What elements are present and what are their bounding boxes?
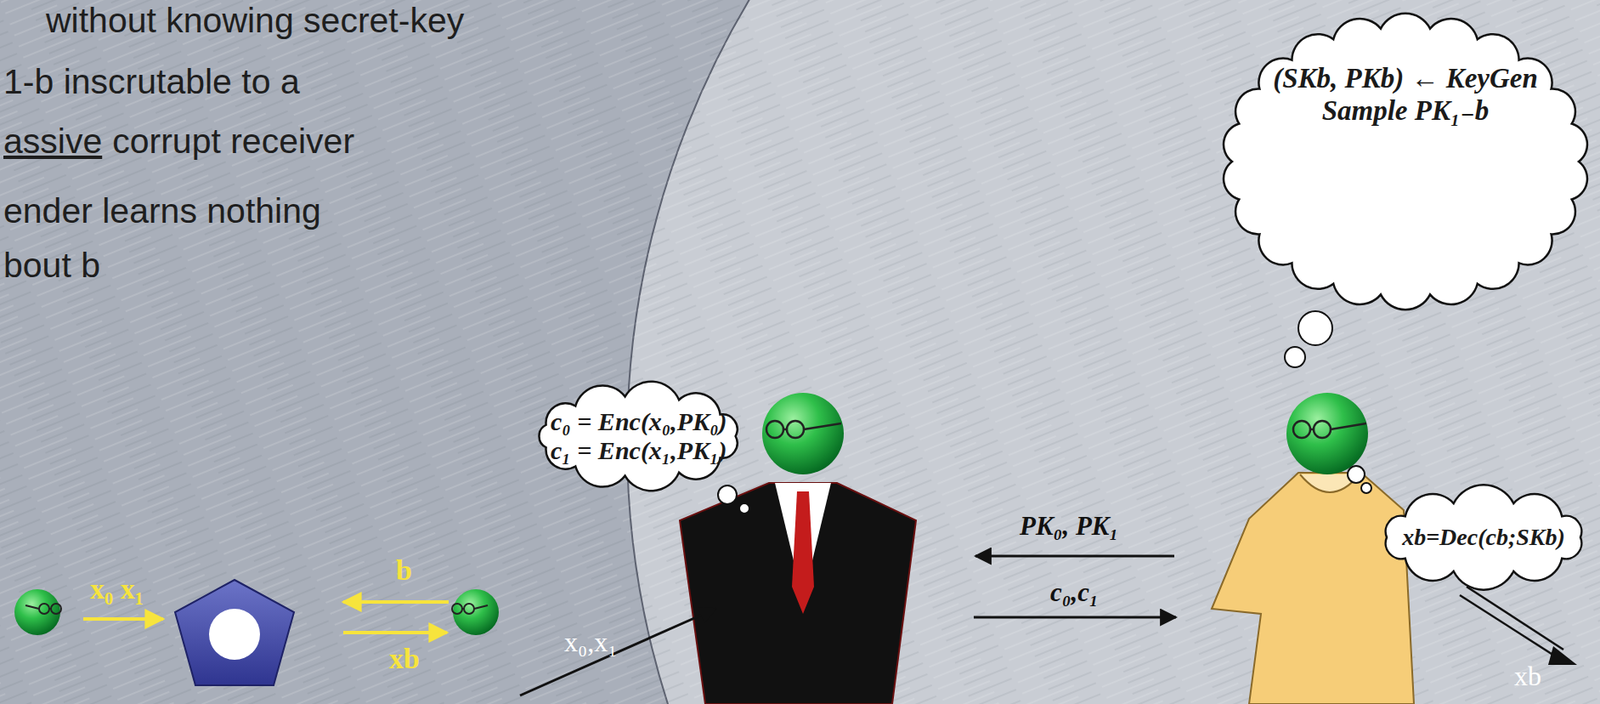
output-label: xb [1514,661,1542,691]
message-label: c₀,c₁ [1050,577,1099,607]
party-head [1286,392,1369,475]
input-arrow [83,616,164,621]
output-label: xb [389,642,420,674]
cloud-shape [1223,13,1588,311]
cloud-shape [538,381,737,491]
thought-bubble [718,485,737,504]
right-panel [627,0,1600,704]
thought-bubble [1347,465,1365,483]
message-label: PK₀, PK₁ [1019,511,1119,541]
sender-figure [520,392,916,704]
choice-label: b [395,554,413,586]
thought-bubble [1298,310,1333,345]
message-arrow [973,616,1176,619]
bullet-text: ender learns nothing [3,192,322,231]
input-arrow [520,608,716,696]
tie [791,491,815,614]
thought-cloud: c₀ = Enc(x₀,PK₀)c₁ = Enc(x₁,PK₁) [525,378,753,493]
cloud-text: xb=Dec(cb;SKb) [1402,523,1566,551]
suit-jacket [679,482,916,704]
cloud-text: c₁ = Enc(x₁,PK₁) [550,435,728,466]
functionality-core [209,608,261,660]
party-head [762,392,844,475]
party-head [14,588,61,635]
functionality-pentagon [175,579,294,685]
cloud-text: (SKb, PKb) ← KeyGen [1272,62,1538,96]
cloud-outline [1215,10,1596,313]
bullet-text: without knowing secret-key [45,1,464,40]
message-arrow [975,554,1175,558]
thought-bubble [1361,482,1372,493]
bullet-text: bout b [3,246,101,285]
cloud-shape [1385,484,1583,589]
cloud-text: c₀ = Enc(x₀,PK₀) [550,407,728,437]
output-arrow [343,630,447,634]
bullet-text: assive [3,122,102,161]
ideal-ot-figure [14,579,499,685]
dress [1211,472,1414,704]
thought-cloud: (SKb, PKb) ← KeyGenSample PK₁₋b [1215,10,1596,313]
thought-bubble [739,503,750,514]
cloud-text: Sample PK₁₋b [1322,95,1490,128]
output-arrow [1459,594,1564,662]
thought-cloud: xb=Dec(cb;SKb) [1369,484,1598,590]
brushed-texture [627,0,1600,704]
input-label: x₀,x₁ [564,627,617,657]
choice-arrow [343,599,449,604]
input-label: x₀ x₁ [90,572,144,605]
party-head [452,588,499,635]
bullet-text: corrupt receiver [112,122,355,161]
arrow-head [1548,645,1578,665]
thought-bubble [1284,346,1306,368]
bullet-text: 1-b inscrutable to a [3,62,300,102]
output-arrow [1466,586,1564,650]
